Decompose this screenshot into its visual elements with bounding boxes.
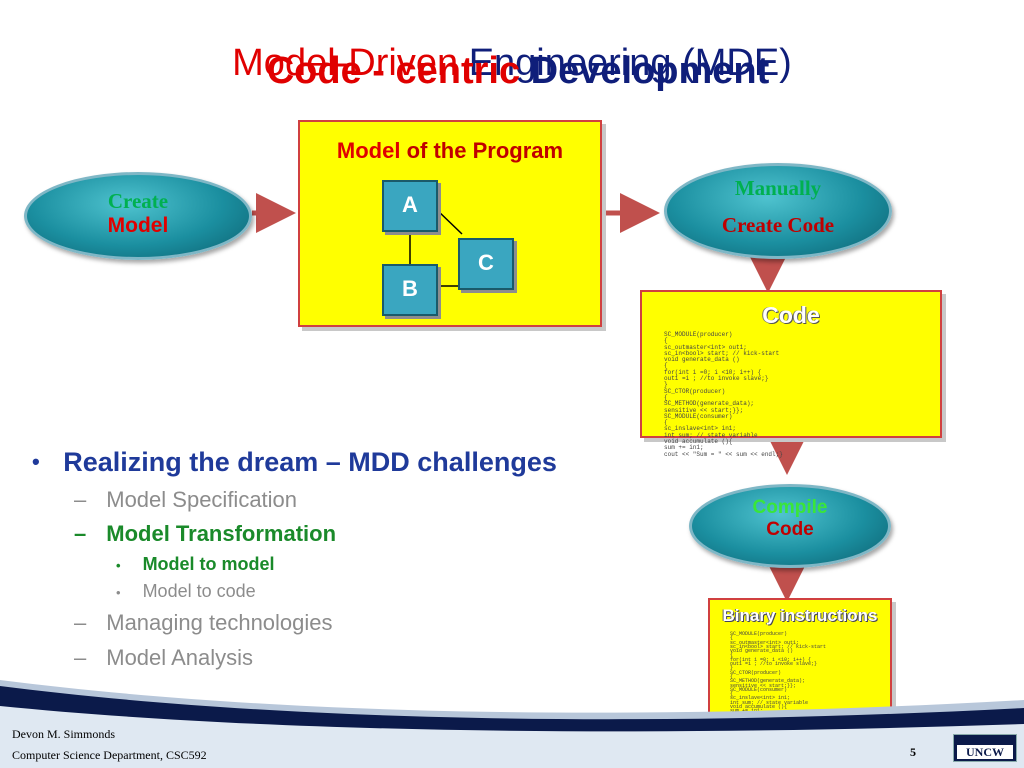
code-line: sensitive << start;}}; [730, 682, 797, 689]
bullet-main-text: Realizing the dream – MDD challenges [63, 447, 557, 477]
code-line: SC_MODULE(consumer) [664, 412, 733, 420]
title-back-part2: Engineering (MDE) [468, 42, 792, 84]
sub-bullet-text: Model Transformation [106, 521, 337, 546]
code-line: { [664, 393, 668, 401]
bullet-dot: • [116, 585, 121, 600]
sub-bullet-managing-technologies: –Managing technologies [74, 610, 333, 636]
sub-bullet-model-transformation: –Model Transformation [74, 521, 336, 547]
uncw-logo: UNCW [953, 734, 1017, 762]
code-line: SC_CTOR(producer) [664, 387, 726, 395]
title-front-part2: Development [530, 50, 770, 92]
code-line: sc_outmaster<int> out1; [664, 343, 747, 351]
code-line: SC_METHOD(generate_data); [730, 678, 806, 685]
code-line: sum += in1; [664, 444, 704, 452]
code-line: { [730, 635, 734, 642]
code-line: } [664, 381, 668, 389]
code-line: for(int i =0; i <10; i++) { [664, 368, 762, 376]
compile-line2: Code [766, 519, 814, 540]
create-model-line2: Model [107, 214, 169, 237]
footer-department: Computer Science Department, CSC592 [12, 748, 207, 762]
code-line: sc_inslave<int> in1; [664, 425, 737, 433]
slide-title-front: Code - centric Development [6, 50, 1024, 93]
code-line: SC_CTOR(producer) [730, 669, 782, 676]
code-line: SC_MODULE(consumer) [730, 686, 788, 693]
sub-bullet-model-analysis: –Model Analysis [74, 645, 253, 671]
bullet-main: • Realizing the dream – MDD challenges [32, 447, 557, 478]
sub-bullet-model-specification: –Model Specification [74, 487, 297, 513]
code-box-title: Code [762, 302, 820, 328]
bullet-dot: • [32, 449, 40, 474]
model-box-title-red: Model [336, 138, 401, 163]
code-line: int sum; // state variable [730, 699, 809, 706]
dash-marker: – [74, 645, 87, 670]
code-line: int sum; // state variable [664, 431, 758, 439]
footer-swoosh [0, 680, 1024, 768]
sub-sub-bullet-model-to-model: • Model to model [116, 554, 275, 575]
code-line: SC_METHOD(generate_data); [664, 400, 755, 408]
code-line: } [730, 665, 734, 672]
code-line: SC_MODULE(producer) [730, 631, 788, 637]
create-model-ellipse: Create Model [24, 172, 252, 260]
code-line: cout << "Sum = " << sum << endl;} [664, 450, 783, 458]
footer-author: Devon M. Simmonds [12, 727, 116, 741]
code-line: out1 =i ; //to invoke slave;} [664, 375, 769, 383]
code-line: sensitive << start;}}; [664, 406, 744, 414]
code-line: { [730, 652, 734, 659]
code-listing: SC_MODULE(producer){sc_outmaster<int> ou… [664, 331, 783, 458]
sub-sub-bullet-model-to-code: • Model to code [116, 581, 256, 602]
slide-title-back: Model-Driven Engineering (MDE) [0, 42, 1024, 85]
code-line: { [664, 337, 668, 345]
code-line: sc_outmaster<int> out1; [730, 639, 800, 646]
compile-code-ellipse: Compile Code [689, 484, 891, 568]
code-line: void accumulate (){ [664, 438, 733, 446]
model-box-title-rest: of the Program [400, 138, 564, 163]
code-box: Code SC_MODULE(producer){sc_outmaster<in… [640, 290, 942, 457]
code-line: out1 =i ; //to invoke slave;} [730, 661, 818, 668]
manually-create-code-ellipse: Manually Create Code [664, 163, 892, 259]
code-line: { [730, 673, 734, 680]
node-connectors [409, 208, 463, 287]
sub-bullet-text: Model Analysis [106, 645, 253, 670]
node-b: B [382, 264, 438, 316]
code-line: { [664, 419, 668, 427]
model-box-title: Model of the Program [300, 138, 600, 164]
code-line: void generate_data () [664, 356, 740, 364]
binary-box-title: Binary instructions [722, 606, 878, 625]
sub-bullet-text: Model Specification [106, 487, 298, 512]
code-line: void accumulate (){ [730, 704, 788, 711]
code-line: { [664, 362, 668, 370]
code-line: for(int i =0; i <10; i++) { [730, 656, 812, 663]
dash-marker: – [74, 487, 87, 512]
code-line: { [730, 691, 734, 698]
manually-line2: Create Code [721, 213, 835, 237]
code-line: void generate_data () [730, 648, 794, 655]
node-a: A [382, 180, 438, 232]
model-of-program-box: Model of the Program A C B [298, 120, 602, 327]
sub-bullet-text: Managing technologies [106, 610, 333, 635]
dash-marker: – [74, 521, 87, 546]
footer-page-number: 5 [910, 745, 916, 759]
sub-sub-bullet-text: Model to code [142, 581, 256, 601]
manually-line1: Manually [734, 176, 822, 200]
uncw-logo-text: UNCW [957, 745, 1013, 759]
code-line: sc_inslave<int> in1; [730, 695, 791, 702]
title-back-part1: Model-Driven [232, 42, 469, 84]
bullet-dot: • [116, 558, 121, 573]
create-model-line1: Create [107, 189, 169, 213]
code-line: sc_in<bool> start; // kick-start [730, 643, 827, 650]
dash-marker: – [74, 610, 87, 635]
node-c: C [458, 238, 514, 290]
code-line: sc_in<bool> start; // kick-start [664, 349, 780, 357]
title-front-part1: Code - centric [266, 50, 531, 92]
sub-sub-bullet-text: Model to model [142, 554, 275, 574]
compile-line1: Compile [752, 497, 828, 518]
code-line: SC_MODULE(producer) [664, 331, 733, 338]
